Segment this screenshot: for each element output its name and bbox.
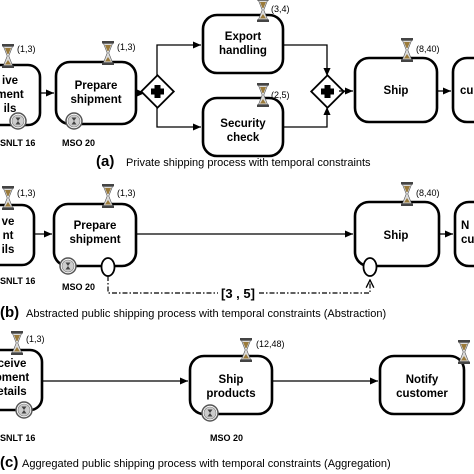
panel-c: ceive pment etails (1,3) SNLT 16 Ship pr… bbox=[0, 330, 471, 471]
task-notify-c: Notify customer bbox=[378, 354, 466, 416]
hourglass-icon bbox=[400, 37, 414, 63]
caption-b: Abstracted public shipping process with … bbox=[26, 308, 386, 320]
task-receive-a-line2: ment bbox=[0, 89, 24, 101]
hourglass-icon bbox=[10, 330, 24, 356]
caption-c: Aggregated public shipping process with … bbox=[22, 458, 391, 470]
mso-label-b: MSO 20 bbox=[62, 282, 95, 292]
caption-letter-b: (b) bbox=[0, 304, 19, 321]
mso-label-c: MSO 20 bbox=[210, 433, 243, 443]
task-prepare-a-line2: shipment bbox=[70, 94, 121, 106]
hourglass-icon bbox=[1, 43, 15, 69]
constraint-receive-c: (1,3) bbox=[26, 334, 45, 344]
task-ship-a-label: Ship bbox=[384, 85, 409, 97]
constraint-security-a: (2,5) bbox=[271, 90, 290, 100]
constraint-export-a: (3,4) bbox=[271, 4, 290, 14]
hourglass-icon bbox=[256, 0, 270, 23]
hourglass-icon bbox=[1, 185, 15, 211]
task-receive-c: ceive pment etails bbox=[0, 348, 44, 419]
hourglass-event-icon bbox=[15, 401, 33, 419]
mso-label-a: MSO 20 bbox=[62, 138, 95, 148]
task-receive-a-line3: ils bbox=[4, 103, 17, 115]
task-receive-a-line1: ive bbox=[2, 75, 18, 87]
task-receive-c-line1: ceive bbox=[0, 358, 26, 370]
task-ship-c-line2: products bbox=[206, 388, 255, 400]
panel-b: ve nt ils (1,3) SNLT 16 Prepare shipment… bbox=[0, 181, 474, 321]
task-notify-c-line2: customer bbox=[396, 388, 448, 400]
caption-letter-c: (c) bbox=[0, 454, 18, 471]
interval-label-b: [3 , 5] bbox=[221, 286, 255, 301]
task-ship-a: Ship bbox=[353, 56, 439, 124]
task-receive-b: ve nt ils bbox=[0, 203, 36, 267]
task-prepare-a-line1: Prepare bbox=[75, 80, 118, 92]
task-notify-a-label: cu bbox=[460, 85, 473, 97]
task-security-a: Security check bbox=[201, 96, 285, 158]
task-notify-a: cu bbox=[451, 56, 474, 124]
task-notify-b-line2: cu bbox=[461, 234, 474, 246]
hourglass-event-icon bbox=[65, 112, 83, 130]
caption-a: Private shipping process with temporal c… bbox=[126, 157, 371, 169]
hourglass-icon bbox=[101, 40, 115, 66]
task-receive-b-line1: ve bbox=[2, 216, 15, 228]
task-prepare-b-line2: shipment bbox=[69, 234, 120, 246]
task-prepare-b: Prepare shipment bbox=[52, 202, 138, 275]
task-notify-b-line1: N bbox=[461, 220, 469, 232]
hourglass-icon bbox=[256, 82, 270, 108]
task-receive-b-line2: nt bbox=[3, 230, 14, 242]
hourglass-event-icon bbox=[201, 404, 219, 422]
task-ship-b: Ship bbox=[353, 200, 441, 268]
intermediate-event-end bbox=[362, 257, 378, 277]
task-receive-a: ive ment ils bbox=[0, 63, 42, 130]
task-receive-c-line3: etails bbox=[0, 386, 27, 398]
constraint-ship-b: (8,40) bbox=[416, 188, 440, 198]
constraint-ship-a: (8,40) bbox=[416, 44, 440, 54]
constraint-receive-a: (1,3) bbox=[17, 44, 36, 54]
task-ship-c: Ship products bbox=[188, 354, 274, 422]
caption-letter-a: (a) bbox=[96, 153, 114, 170]
intermediate-event-start bbox=[100, 257, 116, 277]
constraint-ship-c: (12,48) bbox=[256, 339, 285, 349]
task-receive-c-line2: pment bbox=[0, 372, 29, 384]
task-security-a-line2: check bbox=[227, 132, 260, 144]
snlt-label-b: SNLT 16 bbox=[0, 276, 35, 286]
constraint-prepare-b: (1,3) bbox=[117, 188, 136, 198]
task-prepare-b-line1: Prepare bbox=[74, 220, 117, 232]
constraint-prepare-a: (1,3) bbox=[117, 42, 136, 52]
task-prepare-a: Prepare shipment bbox=[54, 60, 138, 130]
hourglass-icon bbox=[101, 183, 115, 209]
task-ship-c-line1: Ship bbox=[219, 374, 244, 386]
hourglass-icon bbox=[239, 337, 253, 363]
task-export-a-line2: handling bbox=[219, 45, 267, 57]
panel-a: ive ment ils (1,3) SNLT 16 Prepare shipm… bbox=[0, 0, 474, 170]
task-export-a: Export handling bbox=[201, 13, 285, 75]
snlt-label-c: SNLT 16 bbox=[0, 433, 35, 443]
parallel-gateway-split bbox=[139, 73, 176, 110]
task-receive-b-line3: ils bbox=[2, 244, 15, 256]
task-ship-b-label: Ship bbox=[384, 230, 409, 242]
constraint-receive-b: (1,3) bbox=[17, 188, 36, 198]
parallel-gateway-join bbox=[309, 73, 346, 110]
hourglass-icon bbox=[457, 339, 471, 365]
task-notify-c-line1: Notify bbox=[406, 374, 439, 386]
task-export-a-line1: Export bbox=[225, 31, 262, 43]
snlt-label-a: SNLT 16 bbox=[0, 138, 35, 148]
task-security-a-line1: Security bbox=[220, 118, 266, 130]
task-notify-b: N cu bbox=[453, 200, 474, 268]
hourglass-event-icon bbox=[59, 257, 77, 275]
hourglass-icon bbox=[400, 181, 414, 207]
hourglass-event-icon bbox=[9, 112, 27, 130]
